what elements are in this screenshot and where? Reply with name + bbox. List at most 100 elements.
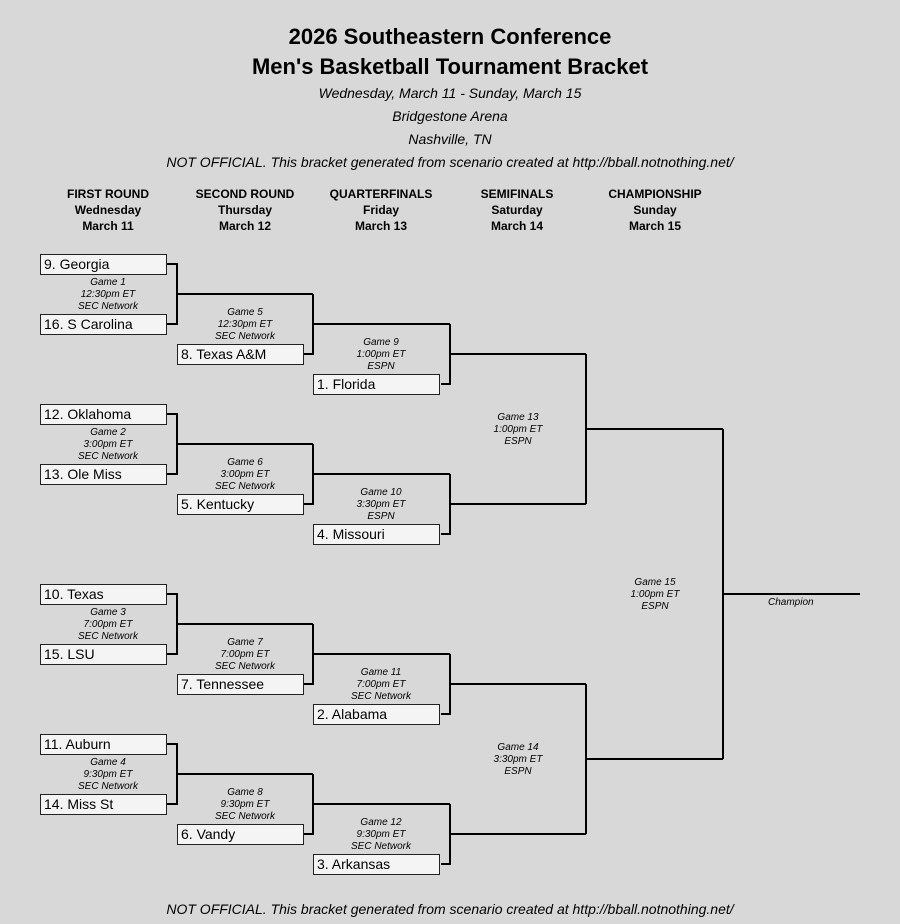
champion-label: Champion: [768, 597, 814, 608]
round-day: Friday: [362, 203, 399, 217]
team-slot-r1: 14. Miss St: [40, 794, 167, 815]
game-time: 3:30pm ET: [493, 754, 543, 765]
game-network: SEC Network: [214, 811, 275, 822]
game-number: Game 4: [90, 757, 126, 768]
game-info: Game 14 3:30pm ET ESPN: [458, 742, 578, 778]
game-network: SEC Network: [350, 841, 411, 852]
round-date: March 12: [218, 219, 272, 233]
team-slot-r2: 8. Texas A&M: [177, 344, 304, 365]
game-network: SEC Network: [77, 301, 138, 312]
game-info: Game 10 3:30pm ET ESPN: [321, 487, 441, 523]
round-header-first: FIRST ROUND Wednesday March 11: [38, 186, 178, 234]
game-number: Game 2: [90, 427, 126, 438]
team-slot-qf: 2. Alabama: [313, 704, 440, 725]
game-info: Game 3 7:00pm ET SEC Network: [48, 607, 168, 643]
game-network: SEC Network: [214, 331, 275, 342]
team-slot-r1: 9. Georgia: [40, 254, 167, 275]
game-network: SEC Network: [77, 631, 138, 642]
game-number: Game 8: [227, 787, 263, 798]
game-number: Game 6: [227, 457, 263, 468]
team-slot-r1: 13. Ole Miss: [40, 464, 167, 485]
game-time: 9:30pm ET: [83, 769, 133, 780]
team-slot-r2: 5. Kentucky: [177, 494, 304, 515]
round-date: March 15: [628, 219, 682, 233]
game-number: Game 12: [360, 817, 402, 828]
round-header-second: SECOND ROUND Thursday March 12: [175, 186, 315, 234]
game-number: Game 13: [497, 412, 539, 423]
round-name: FIRST ROUND: [67, 187, 149, 201]
round-day: Wednesday: [74, 203, 142, 217]
game-time: 1:00pm ET: [356, 349, 406, 360]
team-slot-qf: 4. Missouri: [313, 524, 440, 545]
game-time: 1:00pm ET: [630, 589, 680, 600]
city: Nashville, TN: [408, 131, 492, 147]
team-slot-r1: 10. Texas: [40, 584, 167, 605]
game-time: 7:00pm ET: [83, 619, 133, 630]
game-network: ESPN: [641, 601, 669, 612]
game-network: ESPN: [504, 766, 532, 777]
game-number: Game 5: [227, 307, 263, 318]
round-header-championship: CHAMPIONSHIP Sunday March 15: [585, 186, 725, 234]
game-network: SEC Network: [214, 481, 275, 492]
round-day: Sunday: [633, 203, 677, 217]
game-info: Game 1 12:30pm ET SEC Network: [48, 277, 168, 313]
game-network: SEC Network: [214, 661, 275, 672]
game-info: Game 15 1:00pm ET ESPN: [595, 577, 715, 613]
game-number: Game 15: [634, 577, 676, 588]
team-slot-r2: 7. Tennessee: [177, 674, 304, 695]
game-number: Game 10: [360, 487, 402, 498]
game-network: ESPN: [504, 436, 532, 447]
game-info: Game 11 7:00pm ET SEC Network: [321, 667, 441, 703]
team-slot-qf: 3. Arkansas: [313, 854, 440, 875]
game-info: Game 8 9:30pm ET SEC Network: [185, 787, 305, 823]
venue: Bridgestone Arena: [392, 108, 508, 124]
disclaimer-top: NOT OFFICIAL. This bracket generated fro…: [166, 154, 734, 170]
team-slot-r1: 15. LSU: [40, 644, 167, 665]
tournament-dates: Wednesday, March 11 - Sunday, March 15: [318, 85, 582, 101]
game-network: SEC Network: [77, 781, 138, 792]
game-info: Game 7 7:00pm ET SEC Network: [185, 637, 305, 673]
team-slot-r1: 11. Auburn: [40, 734, 167, 755]
game-time: 9:30pm ET: [356, 829, 406, 840]
round-day: Thursday: [217, 203, 272, 217]
game-network: SEC Network: [350, 691, 411, 702]
round-date: March 11: [82, 219, 134, 233]
disclaimer-bottom: NOT OFFICIAL. This bracket generated fro…: [166, 901, 734, 917]
game-time: 7:00pm ET: [220, 649, 270, 660]
round-day: Saturday: [491, 203, 543, 217]
round-name: QUARTERFINALS: [329, 187, 433, 201]
game-number: Game 11: [360, 667, 402, 678]
game-info: Game 6 3:00pm ET SEC Network: [185, 457, 305, 493]
game-time: 3:30pm ET: [356, 499, 406, 510]
game-network: ESPN: [367, 511, 395, 522]
game-network: ESPN: [367, 361, 395, 372]
round-name: SECOND ROUND: [195, 187, 295, 201]
game-time: 3:00pm ET: [83, 439, 133, 450]
round-header-quarterfinals: QUARTERFINALS Friday March 13: [311, 186, 451, 234]
game-info: Game 2 3:00pm ET SEC Network: [48, 427, 168, 463]
title-line-2: Men's Basketball Tournament Bracket: [251, 54, 649, 79]
game-info: Game 5 12:30pm ET SEC Network: [185, 307, 305, 343]
round-name: SEMIFINALS: [480, 187, 554, 201]
game-number: Game 3: [90, 607, 126, 618]
round-header-semifinals: SEMIFINALS Saturday March 14: [447, 186, 587, 234]
round-name: CHAMPIONSHIP: [608, 187, 702, 201]
game-time: 12:30pm ET: [217, 319, 273, 330]
game-info: Game 9 1:00pm ET ESPN: [321, 337, 441, 373]
game-time: 1:00pm ET: [493, 424, 543, 435]
team-slot-r1: 12. Oklahoma: [40, 404, 167, 425]
team-slot-r1: 16. S Carolina: [40, 314, 167, 335]
game-number: Game 7: [227, 637, 263, 648]
game-time: 12:30pm ET: [80, 289, 136, 300]
round-date: March 13: [354, 219, 408, 233]
game-number: Game 9: [363, 337, 399, 348]
game-network: SEC Network: [77, 451, 138, 462]
game-time: 3:00pm ET: [220, 469, 270, 480]
game-number: Game 14: [497, 742, 539, 753]
game-info: Game 4 9:30pm ET SEC Network: [48, 757, 168, 793]
team-slot-r2: 6. Vandy: [177, 824, 304, 845]
game-info: Game 13 1:00pm ET ESPN: [458, 412, 578, 448]
team-slot-qf: 1. Florida: [313, 374, 440, 395]
game-info: Game 12 9:30pm ET SEC Network: [321, 817, 441, 853]
